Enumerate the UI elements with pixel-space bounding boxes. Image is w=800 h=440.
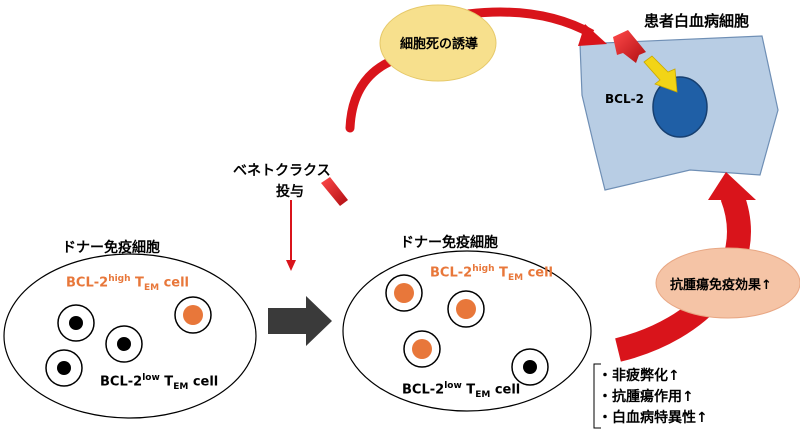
cell-death-bubble <box>379 4 497 82</box>
high-cell <box>403 330 441 368</box>
high-cell <box>447 290 485 328</box>
bcl2-low-label-left: BCL-2low TEM cell <box>100 373 219 392</box>
bcl2-low-label-right: BCL-2low TEM cell <box>402 381 521 400</box>
effects-list: ・非疲弊化↑ ・抗腫瘍作用↑ ・白血病特異性↑ <box>598 366 708 429</box>
bcl2-high-label-left: BCL-2high TEM cell <box>66 274 190 293</box>
red-entry-arrow <box>613 30 646 63</box>
bcl2-nucleus <box>652 76 708 138</box>
curved-arrow-to-patient-cell <box>467 7 607 46</box>
donor-right-title: ドナー免疫細胞 <box>400 235 498 251</box>
low-cell <box>57 304 95 342</box>
effects-bracket <box>593 363 601 429</box>
patient-cell-title: 患者白血病細胞 <box>644 12 750 30</box>
bcl2-label: BCL-2 <box>605 92 644 106</box>
bcl2-high-label-right: BCL-2high TEM cell <box>430 264 554 283</box>
antitumor-bubble <box>655 247 800 319</box>
effect-item: ・白血病特異性↑ <box>598 410 708 426</box>
antitumor-label: 抗腫瘍免疫効果↑ <box>670 278 772 293</box>
effect-item: ・非疲弊化↑ <box>598 368 680 384</box>
donor-left-title: ドナー免疫細胞 <box>62 240 160 256</box>
high-cell <box>174 296 212 334</box>
low-cell <box>45 349 83 387</box>
venetoclax-label: ベネトクラクス <box>233 163 331 179</box>
venetoclax-drug-icon <box>321 177 348 206</box>
administration-arrow <box>286 200 296 271</box>
yellow-inhibition-arrow <box>643 55 678 93</box>
low-cell <box>511 348 549 386</box>
administration-label: 投与 <box>276 184 304 200</box>
transition-arrow <box>268 296 332 346</box>
cell-death-label: 細胞死の誘導 <box>400 37 479 52</box>
effect-item: ・抗腫瘍作用↑ <box>598 389 694 405</box>
high-cell <box>385 274 423 312</box>
low-cell <box>105 325 143 363</box>
